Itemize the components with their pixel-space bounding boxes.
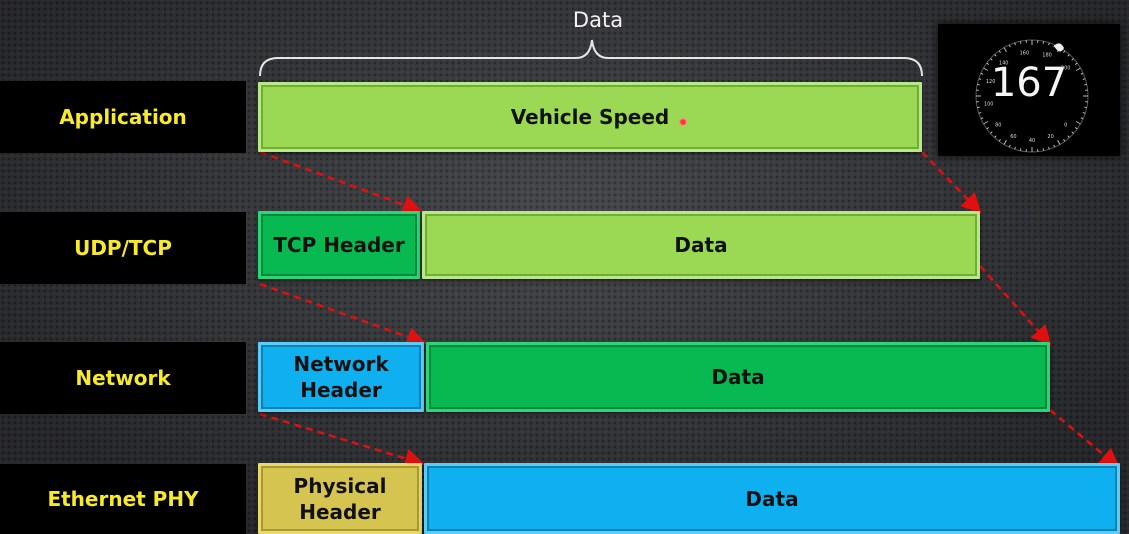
gauge-tick — [986, 62, 990, 65]
tcp-data-text: Data — [674, 233, 728, 257]
arrow-app-to-tcp-header — [259, 150, 423, 215]
phy-data-block: Data — [424, 463, 1120, 534]
gauge-tick — [1084, 83, 1087, 86]
gauge-tick — [1075, 67, 1081, 71]
arrow-tcp-to-network-data-end — [979, 265, 1052, 346]
network-data-text: Data — [711, 365, 765, 389]
arrow-app-to-tcp-data-end — [921, 151, 982, 214]
gauge-tick — [1067, 54, 1070, 57]
gauge-tick — [978, 78, 982, 80]
layer-label-application: Application — [0, 81, 246, 153]
vehicle-speed-block: Vehicle Speed — [258, 82, 922, 152]
gauge-tick-label: 120 — [986, 79, 996, 85]
gauge-tick-label: 0 — [1064, 122, 1067, 128]
gauge-tick — [1080, 72, 1084, 75]
network-header-block: Network Header — [258, 342, 424, 412]
gauge-tick — [983, 121, 989, 125]
gauge-tick — [1014, 146, 1016, 150]
layer-label-ethernet-phy: Ethernet PHY — [0, 464, 246, 534]
phy-data-text: Data — [745, 486, 799, 511]
gauge-tick — [1042, 148, 1045, 151]
arrow-network-to-physical-header — [259, 412, 425, 469]
gauge-tick — [1067, 135, 1070, 138]
gauge-tick — [1063, 138, 1066, 142]
gauge-tick — [1084, 106, 1087, 109]
gauge-tick — [1057, 139, 1061, 145]
gauge-tick — [1008, 144, 1011, 148]
gauge-speed-value: 167 — [990, 60, 1068, 106]
gauge-tick — [1080, 117, 1084, 120]
gauge-tick — [1071, 58, 1074, 61]
gauge-tick-label: 80 — [995, 122, 1001, 128]
gauge-tick — [983, 67, 989, 71]
physical-header-text: Physical Header — [293, 473, 387, 524]
gauge-tick-label: 160 — [1020, 51, 1030, 57]
gauge-tick-label: 20 — [1047, 134, 1053, 140]
gauge-tick — [990, 58, 993, 61]
gauge-tick — [1048, 146, 1050, 150]
layer-label-udp-tcp: UDP/TCP — [0, 212, 246, 284]
laser-pointer-dot — [679, 118, 687, 126]
gauge-tick — [980, 72, 984, 75]
arrow-network-to-phy-data-end — [1049, 409, 1120, 469]
gauge-tick-label: 60 — [1010, 134, 1016, 140]
network-data-block: Data — [426, 342, 1050, 412]
gauge-tick — [1063, 50, 1066, 54]
tcp-header-text: TCP Header — [273, 233, 405, 257]
vehicle-speed-text: Vehicle Speed — [510, 105, 670, 129]
gauge-tick — [998, 50, 1001, 54]
gauge-tick — [1075, 121, 1081, 125]
gauge-tick — [986, 127, 990, 130]
gauge-tick-label: 200 — [1061, 66, 1071, 72]
gauge-tick — [1003, 139, 1007, 145]
data-brace — [259, 39, 923, 77]
gauge-tick — [978, 112, 982, 114]
gauge-tick — [998, 138, 1001, 142]
tcp-data-block: Data — [422, 211, 980, 279]
gauge-tick — [977, 83, 980, 86]
gauge-tick — [1071, 131, 1074, 134]
gauge-tick — [1008, 44, 1011, 48]
gauge-tick — [1082, 78, 1086, 80]
gauge-tick — [994, 135, 997, 138]
arrow-tcp-to-network-header — [259, 282, 427, 347]
gauge-tick — [1014, 42, 1016, 46]
gauge-tick-label: 140 — [999, 60, 1009, 66]
physical-header-block: Physical Header — [258, 463, 422, 534]
data-caption: Data — [572, 8, 624, 32]
gauge-tick — [1019, 148, 1022, 151]
gauge-tick — [1053, 144, 1056, 148]
gauge-tick — [1074, 127, 1078, 130]
gauge-tick — [1019, 41, 1022, 44]
gauge-tick — [1003, 47, 1007, 53]
gauge-tick-label: 100 — [984, 102, 994, 108]
gauge-tick — [1048, 42, 1050, 46]
gauge-tick — [1042, 41, 1045, 44]
gauge-tick-label: 40 — [1029, 138, 1035, 144]
layer-label-network: Network — [0, 342, 246, 414]
gauge-tick — [980, 117, 984, 120]
gauge-tick — [977, 106, 980, 109]
tcp-header-block: TCP Header — [258, 211, 420, 279]
network-header-text: Network Header — [293, 352, 389, 402]
gauge-tick-label: 180 — [1042, 53, 1052, 59]
gauge-tick — [1074, 62, 1078, 65]
gauge-tick — [1082, 112, 1086, 114]
gauge-tick — [990, 131, 993, 134]
gauge-tick — [994, 54, 997, 57]
